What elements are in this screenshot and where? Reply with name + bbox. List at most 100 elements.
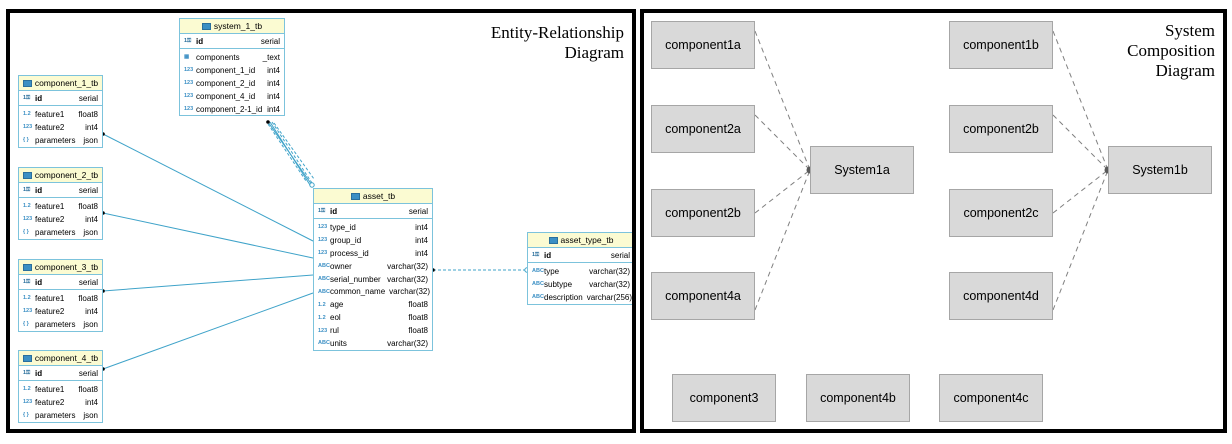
table-icon	[22, 80, 32, 87]
key-icon: 1⚿	[23, 186, 31, 193]
key-icon: 1⚿	[318, 207, 326, 214]
key-icon: 1⚿	[532, 251, 540, 258]
table-header: component_3_tb	[19, 260, 102, 275]
component-box[interactable]: component1b	[949, 21, 1053, 69]
component-box[interactable]: component4c	[939, 374, 1043, 422]
number-type-icon: 1.2	[23, 295, 31, 302]
table-name: component_4_tb	[34, 353, 99, 363]
number-type-icon: 123	[318, 237, 328, 244]
column-type: float8	[78, 384, 98, 394]
table-name: component_1_tb	[34, 78, 99, 88]
column-name: id	[544, 250, 552, 260]
table-name: asset_type_tb	[560, 235, 614, 245]
relation-line	[267, 123, 307, 182]
column-name: parameters	[35, 227, 76, 237]
column-name: id	[35, 93, 43, 103]
column-type: float8	[78, 293, 98, 303]
table-header: asset_type_tb	[528, 233, 632, 248]
column-name: component_4_id	[196, 91, 256, 101]
column-type: varchar(32)	[589, 266, 630, 276]
number-type-icon: 123	[318, 327, 328, 334]
composition-line	[754, 30, 811, 171]
relation-line	[273, 122, 315, 180]
column-name: component_2_id	[196, 78, 256, 88]
component-box[interactable]: component4b	[806, 374, 910, 422]
column-name: feature2	[35, 122, 65, 132]
number-type-icon: 1.2	[23, 386, 31, 393]
column-type: float8	[78, 109, 98, 119]
text-type-icon: ABC	[532, 294, 544, 301]
column-name: common_name	[330, 287, 386, 297]
component-box[interactable]: component2c	[949, 189, 1053, 237]
column-type: int4	[415, 222, 428, 232]
column-name: feature2	[35, 397, 65, 407]
table-name: component_3_tb	[34, 262, 99, 272]
table-header: asset_tb	[314, 189, 432, 204]
scd-title-line: Diagram	[1155, 61, 1215, 80]
component-box[interactable]: component2b	[949, 105, 1053, 153]
json-type-icon: { }	[23, 229, 29, 236]
column-name: component_1_id	[196, 65, 256, 75]
component-box[interactable]: component4a	[651, 272, 755, 320]
table-icon	[22, 355, 32, 362]
table-icon	[201, 23, 211, 30]
system-box[interactable]: System1b	[1108, 146, 1212, 194]
number-type-icon: 1.2	[23, 111, 31, 118]
column-type: serial	[260, 36, 280, 46]
column-type: float8	[408, 300, 428, 310]
erd-title: Entity-Relationship Diagram	[491, 23, 624, 63]
table-header: component_1_tb	[19, 76, 102, 91]
json-type-icon: { }	[23, 137, 29, 144]
column-type: json	[83, 227, 98, 237]
column-type: varchar(32)	[387, 338, 428, 348]
relation-line	[102, 133, 314, 242]
composition-line	[1052, 30, 1109, 171]
column-type: serial	[78, 93, 98, 103]
column-name: group_id	[330, 235, 362, 245]
composition-line	[754, 114, 811, 171]
key-icon: 1⚿	[23, 94, 31, 101]
column-name: parameters	[35, 319, 76, 329]
component-box[interactable]: component2a	[651, 105, 755, 153]
component-box[interactable]: component4d	[949, 272, 1053, 320]
table-icon	[548, 237, 558, 244]
column-type: json	[83, 135, 98, 145]
json-type-icon: { }	[23, 412, 29, 419]
column-name: subtype	[544, 279, 573, 289]
table-icon	[22, 172, 32, 179]
column-type: varchar(32)	[387, 261, 428, 271]
scd-title-line: System	[1164, 21, 1215, 40]
system-box[interactable]: System1a	[810, 146, 914, 194]
component-box[interactable]: component2b	[651, 189, 755, 237]
column-name: type	[544, 266, 560, 276]
component-box[interactable]: component1a	[651, 21, 755, 69]
number-type-icon: 1.2	[318, 314, 326, 321]
number-type-icon: 123	[23, 124, 33, 131]
column-name: feature1	[35, 201, 65, 211]
text-type-icon: ABC	[318, 276, 330, 282]
column-name: eol	[330, 313, 341, 323]
table-header: system_1_tb	[180, 19, 284, 34]
column-name: feature2	[35, 214, 65, 224]
component-box[interactable]: component3	[672, 374, 776, 422]
